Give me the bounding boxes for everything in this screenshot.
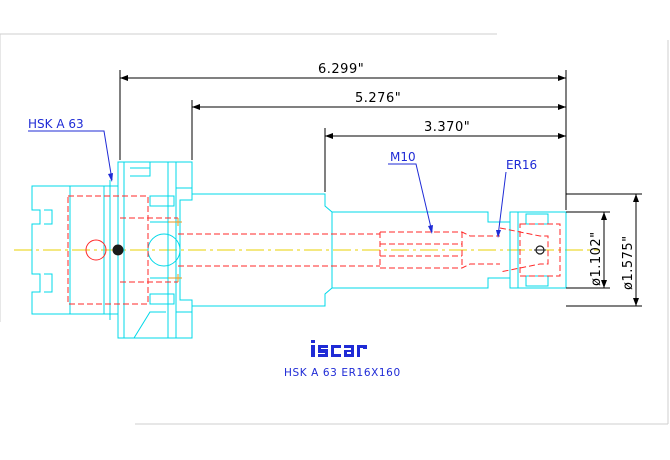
gauge-details	[168, 218, 182, 282]
drawing-caption: HSK A 63 ER16X160	[284, 367, 401, 379]
sheet-border	[0, 33, 669, 425]
callout-leaders	[28, 130, 507, 237]
gauge-ball	[112, 244, 124, 256]
dim-dia-large: ø1.575"	[621, 235, 636, 290]
dimensions	[119, 70, 642, 307]
flange-outline	[117, 161, 193, 339]
neck-outline	[192, 193, 510, 223]
hsk-shank-outline	[31, 185, 118, 315]
dim-mid-length: 5.276"	[355, 91, 401, 106]
dim-overall-length: 6.299"	[318, 62, 364, 77]
hidden-lines	[67, 195, 561, 305]
callout-shank: HSK A 63	[28, 117, 84, 131]
iscar-logo: iscar	[311, 340, 367, 357]
callout-thread: M10	[390, 150, 416, 164]
callout-arrowheads	[108, 173, 501, 238]
coolant-hole	[85, 239, 107, 261]
dim-bore-length: 3.370"	[424, 120, 470, 135]
callout-collet: ER16	[506, 158, 537, 172]
dim-dia-small: ø1.102"	[589, 231, 604, 286]
arrowheads	[120, 75, 639, 306]
tool-body	[31, 161, 567, 339]
